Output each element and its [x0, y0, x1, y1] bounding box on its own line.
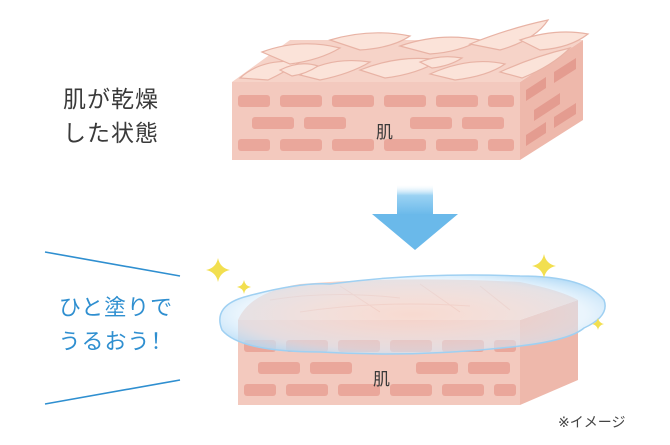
sparkle-icon [206, 258, 230, 282]
image-note: ※イメージ [558, 415, 626, 431]
accent-line-bottom [44, 379, 181, 405]
accent-lines [44, 251, 181, 405]
sparkle-icons [206, 254, 604, 330]
moist-skin-block [219, 274, 606, 405]
sparkle-icon [237, 280, 251, 294]
moisture-film [219, 274, 606, 355]
moist-skin-label: 肌 [373, 370, 390, 390]
dry-skin-label: 肌 [376, 123, 393, 143]
dry-skin-flakes [238, 19, 590, 81]
sparkle-icon [592, 318, 604, 330]
dry-skin-bricks [238, 95, 514, 151]
dry-skin-caption: 肌が乾燥 した状態 [63, 87, 159, 147]
sparkle-icon [532, 254, 556, 278]
moist-skin-caption: ひと塗りで うるおう！ [58, 296, 174, 355]
accent-line-top [44, 251, 181, 277]
down-arrow-icon [372, 185, 458, 250]
dry-skin-block [232, 19, 590, 160]
